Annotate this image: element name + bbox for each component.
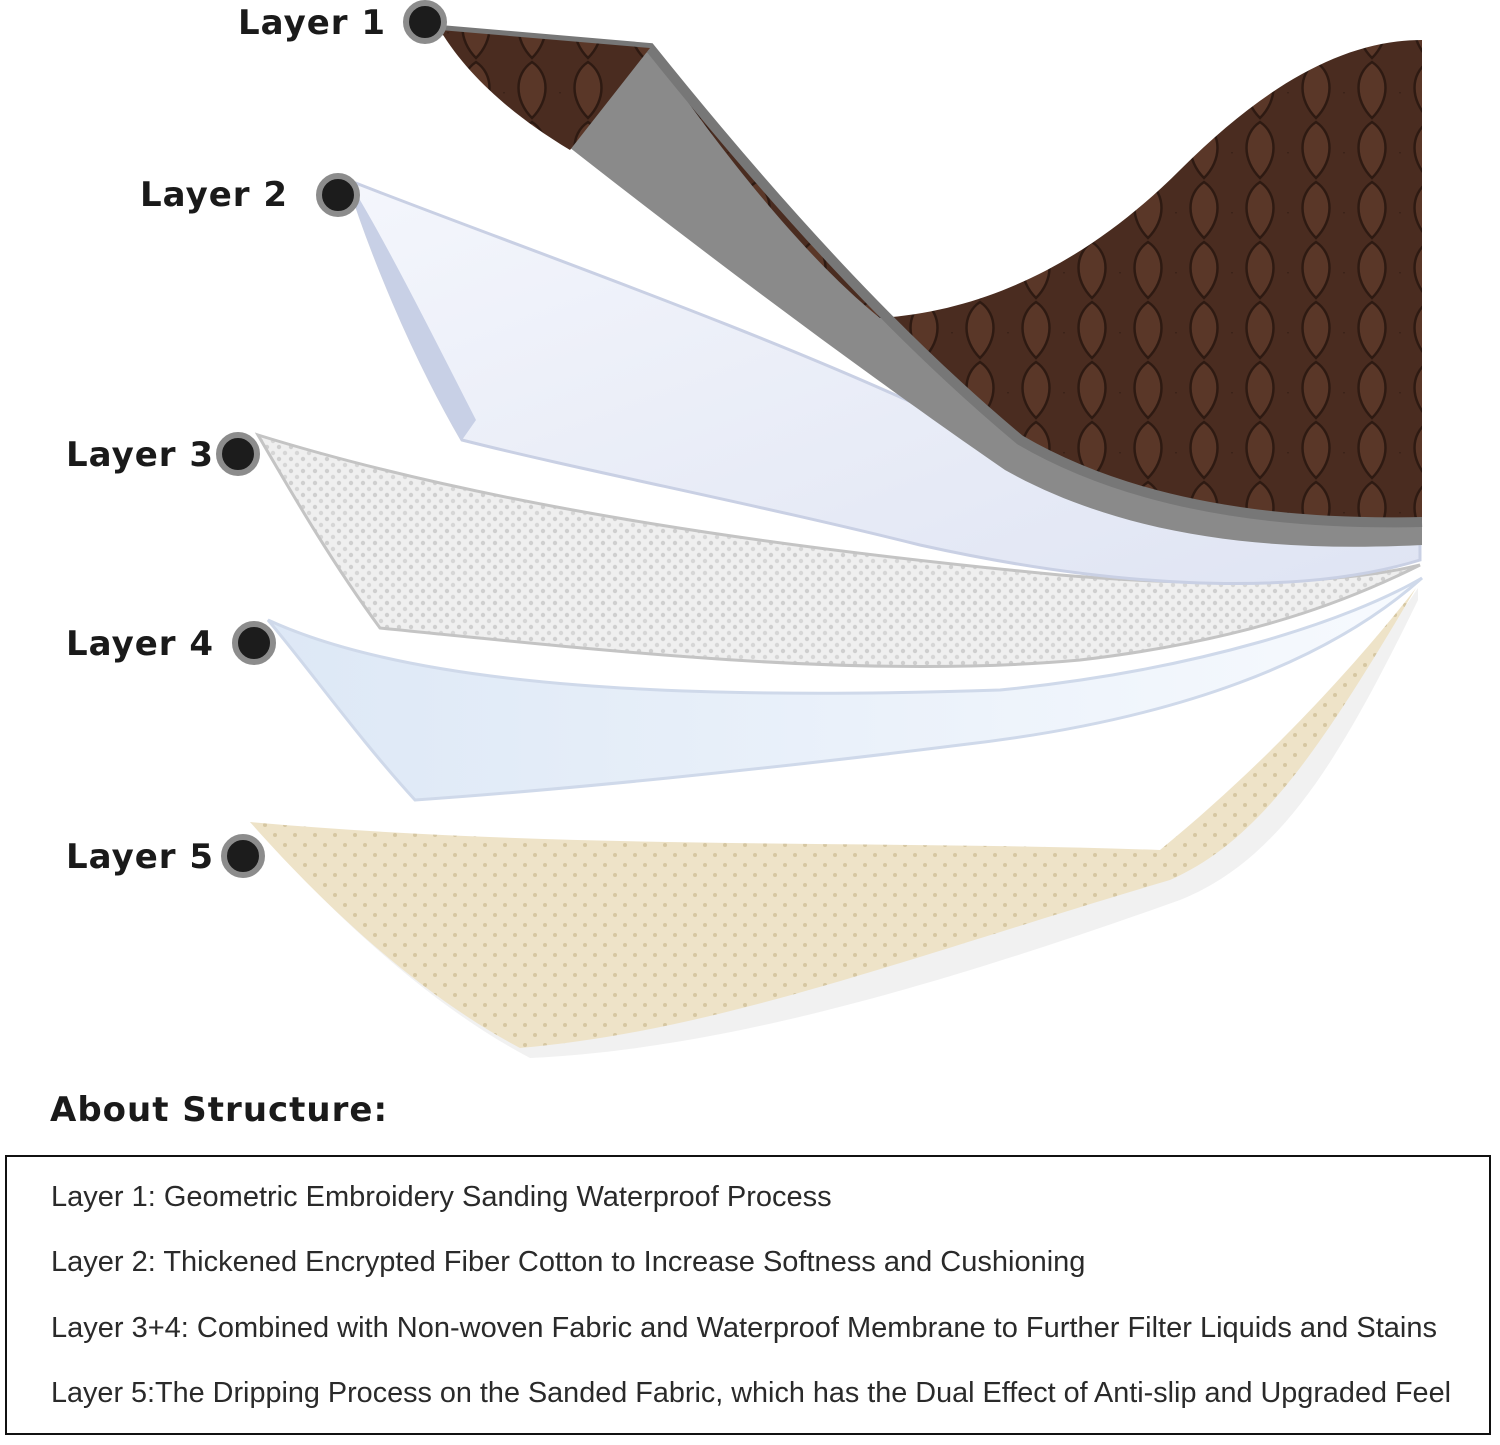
description-layer-5: Layer 5:The Dripping Process on the Sand… <box>51 1377 1451 1409</box>
layer-5-label: Layer 5 <box>66 837 215 877</box>
layer-4-marker <box>232 621 276 665</box>
layer-3-marker <box>216 432 260 476</box>
layer-structure-diagram <box>216 0 1423 1058</box>
layer-2-marker <box>316 173 360 217</box>
description-layer-1: Layer 1: Geometric Embroidery Sanding Wa… <box>51 1181 832 1213</box>
layer-2-label: Layer 2 <box>140 175 289 215</box>
description-layer-3-4: Layer 3+4: Combined with Non-woven Fabri… <box>51 1312 1437 1344</box>
layer-4-membrane <box>266 576 1423 802</box>
section-title: About Structure: <box>50 1090 389 1130</box>
layer-1-label: Layer 1 <box>238 3 387 43</box>
layer-3-nonwoven <box>254 432 1421 669</box>
description-box: Layer 1: Geometric Embroidery Sanding Wa… <box>5 1155 1491 1435</box>
layer-4-label: Layer 4 <box>66 624 215 664</box>
layer-1-embroidered <box>439 25 1423 547</box>
layer-1-marker <box>403 0 447 44</box>
description-layer-2: Layer 2: Thickened Encrypted Fiber Cotto… <box>51 1246 1086 1278</box>
layer-5-marker <box>221 834 265 878</box>
layer-5-fabric <box>250 588 1418 1058</box>
layer-3-label: Layer 3 <box>66 435 215 475</box>
